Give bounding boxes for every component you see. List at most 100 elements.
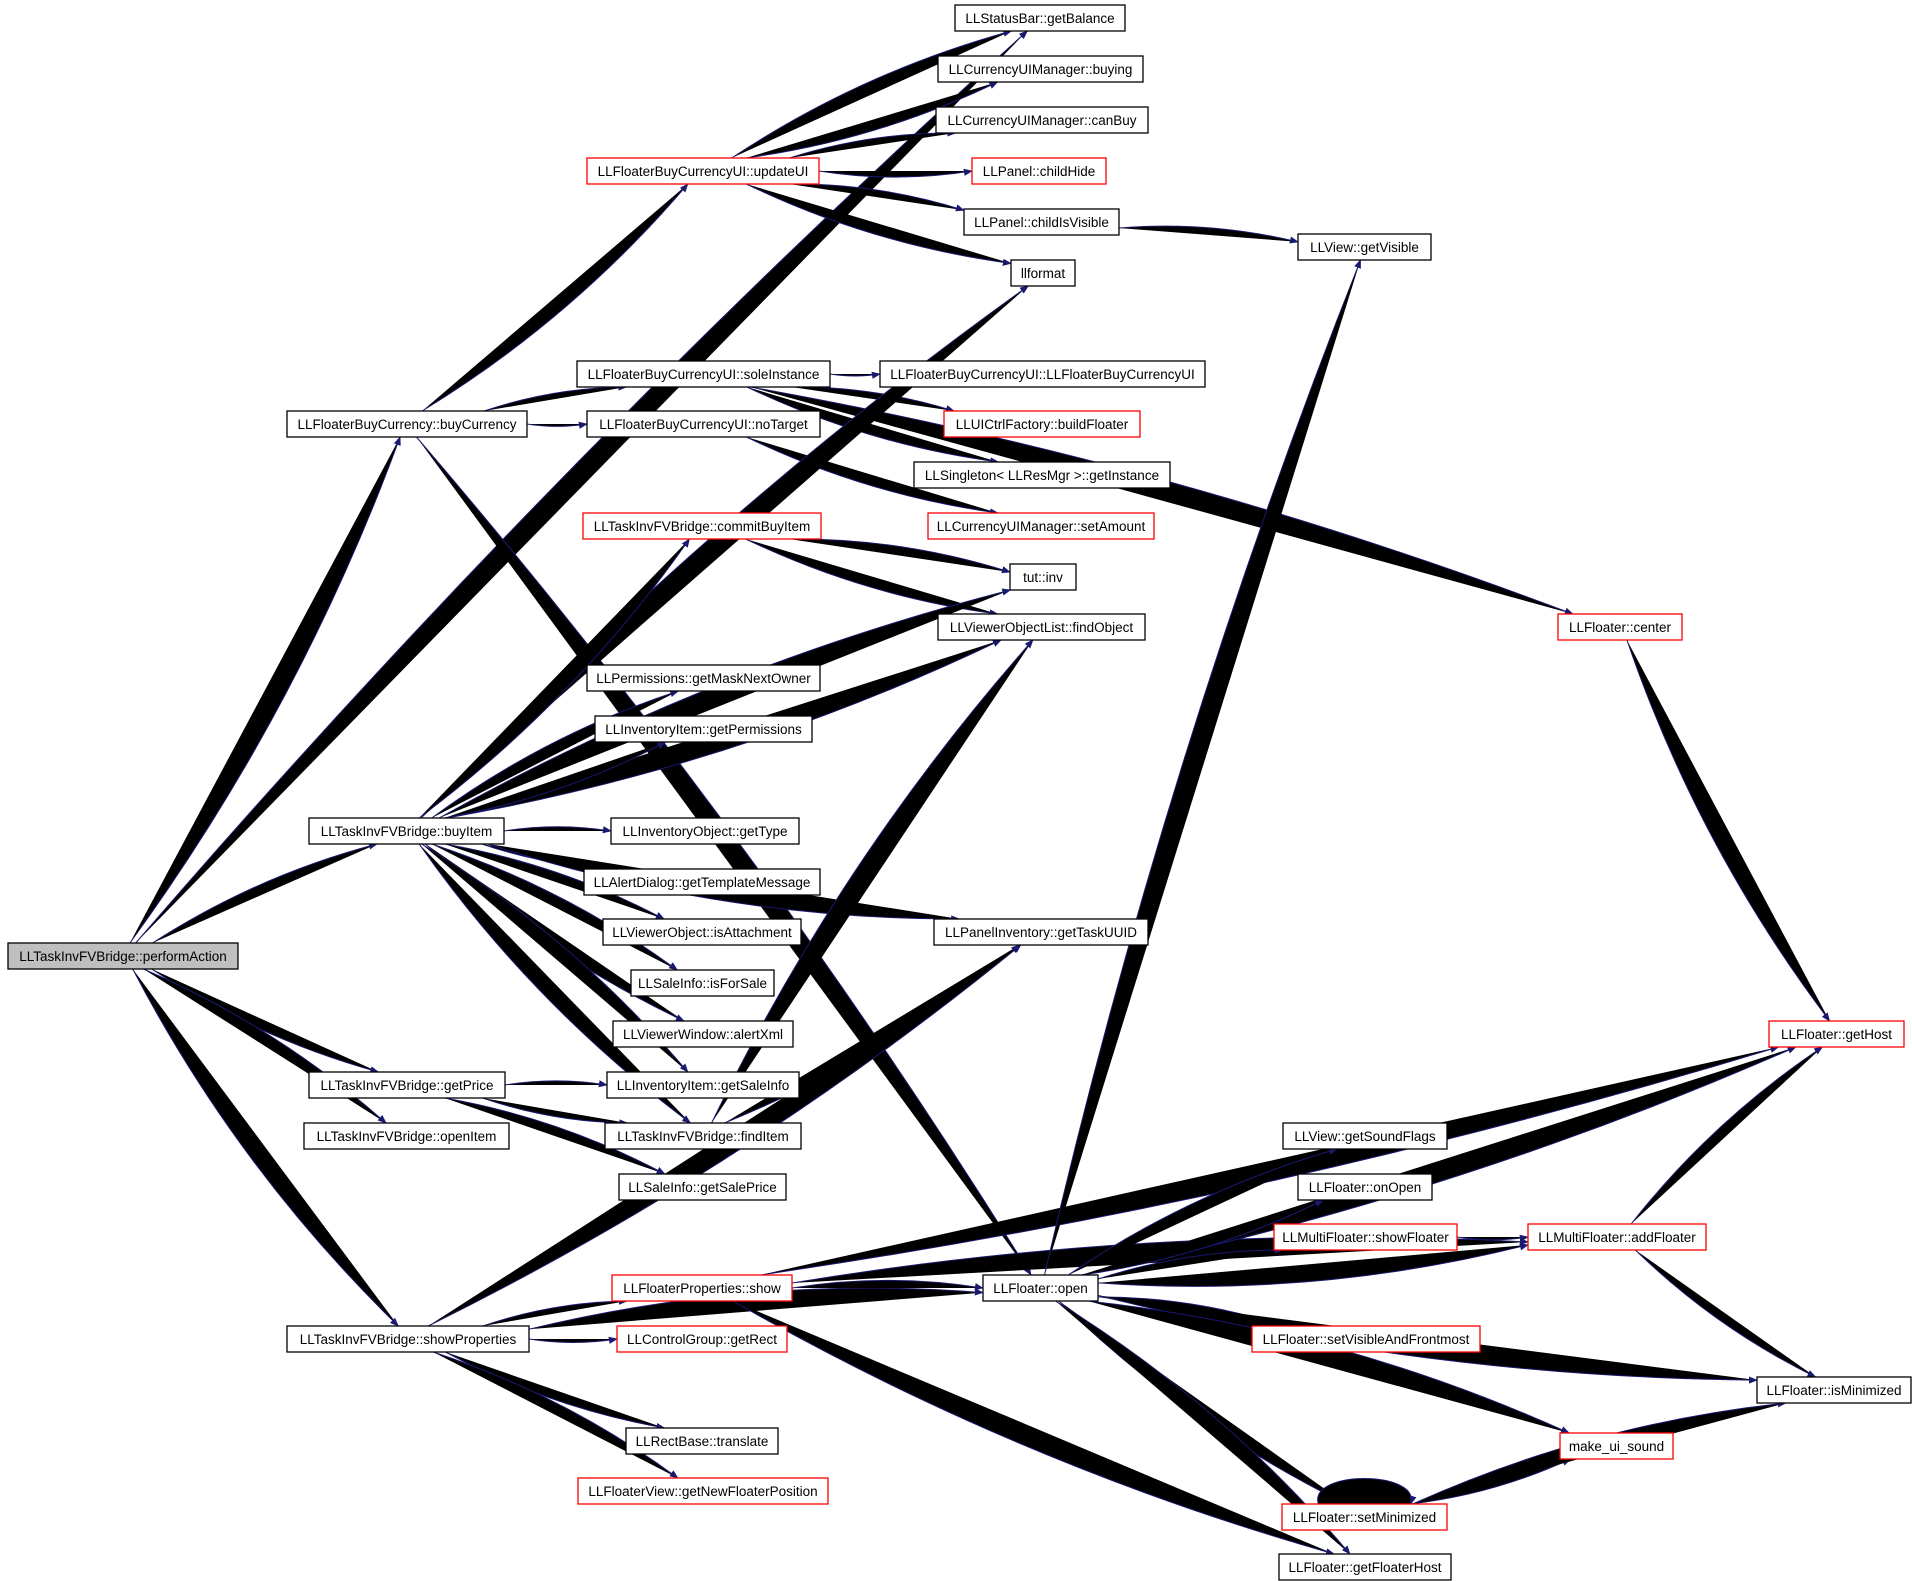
edge-updateUI-to-buying — [745, 81, 999, 159]
node-buyItem[interactable]: LLTaskInvFVBridge::buyItem — [308, 817, 505, 845]
node-box-soleInstance — [576, 360, 831, 388]
edge-buyItem-to-commitBuyItem — [418, 538, 690, 819]
node-buildFloater[interactable]: LLUICtrlFactory::buildFloater — [943, 410, 1141, 438]
node-findItem[interactable]: LLTaskInvFVBridge::findItem — [604, 1122, 802, 1150]
node-box-getSaleInfo — [606, 1071, 800, 1099]
node-box-getPermissions — [594, 715, 813, 743]
node-label-getPermissions: LLInventoryItem::getPermissions — [605, 722, 802, 737]
node-openItem[interactable]: LLTaskInvFVBridge::openItem — [303, 1122, 510, 1150]
node-label-commitBuyItem: LLTaskInvFVBridge::commitBuyItem — [594, 519, 811, 534]
edge-root-to-showProperties — [132, 968, 399, 1327]
node-label-translate: LLRectBase::translate — [636, 1434, 769, 1449]
node-addFloater[interactable]: LLMultiFloater::addFloater — [1527, 1223, 1707, 1251]
node-getVisible[interactable]: LLView::getVisible — [1297, 233, 1432, 261]
node-box-onOpen — [1297, 1173, 1433, 1201]
node-getTemplateMessage[interactable]: LLAlertDialog::getTemplateMessage — [583, 868, 821, 896]
edge-propShow-to-getFloaterHost — [732, 1300, 1335, 1556]
node-setMinimized[interactable]: LLFloater::setMinimized — [1281, 1503, 1448, 1531]
node-getPrice[interactable]: LLTaskInvFVBridge::getPrice — [308, 1071, 506, 1099]
node-childHide[interactable]: LLPanel::childHide — [971, 157, 1107, 185]
node-label-addFloater: LLMultiFloater::addFloater — [1538, 1230, 1696, 1245]
node-noTarget[interactable]: LLFloaterBuyCurrencyUI::noTarget — [586, 410, 821, 438]
node-getType[interactable]: LLInventoryObject::getType — [610, 817, 800, 845]
node-box-inv — [1009, 563, 1077, 591]
node-label-childIsVisible: LLPanel::childIsVisible — [974, 215, 1109, 230]
edge-buyItem-to-isAttachment — [444, 843, 665, 920]
node-getRect[interactable]: LLControlGroup::getRect — [616, 1325, 788, 1353]
edge-updateUI-to-llformat — [746, 183, 1012, 266]
node-label-setMinimized: LLFloater::setMinimized — [1293, 1510, 1436, 1525]
node-getHost[interactable]: LLFloater::getHost — [1768, 1020, 1905, 1048]
node-getPermissions[interactable]: LLInventoryItem::getPermissions — [594, 715, 813, 743]
node-commitBuyItem[interactable]: LLTaskInvFVBridge::commitBuyItem — [582, 512, 822, 540]
node-soleInstance[interactable]: LLFloaterBuyCurrencyUI::soleInstance — [576, 360, 831, 388]
edge-buyCurrency-to-noTarget — [526, 421, 588, 429]
node-label-noTarget: LLFloaterBuyCurrencyUI::noTarget — [599, 417, 808, 432]
node-buyCurrency[interactable]: LLFloaterBuyCurrency::buyCurrency — [286, 410, 528, 438]
node-root[interactable]: LLTaskInvFVBridge::performAction — [7, 942, 239, 970]
node-canBuy[interactable]: LLCurrencyUIManager::canBuy — [935, 106, 1149, 134]
node-getInstance[interactable]: LLSingleton< LLResMgr >::getInstance — [913, 461, 1171, 489]
node-showFloater[interactable]: LLMultiFloater::showFloater — [1273, 1223, 1458, 1251]
node-label-soleInstance: LLFloaterBuyCurrencyUI::soleInstance — [588, 367, 820, 382]
node-getNewFloaterPosition[interactable]: LLFloaterView::getNewFloaterPosition — [577, 1477, 829, 1505]
node-label-canBuy: LLCurrencyUIManager::canBuy — [947, 113, 1136, 128]
node-propShow[interactable]: LLFloaterProperties::show — [611, 1274, 793, 1302]
node-getMaskNextOwner[interactable]: LLPermissions::getMaskNextOwner — [586, 664, 821, 692]
node-box-getNewFloaterPosition — [577, 1477, 829, 1505]
node-updateUI[interactable]: LLFloaterBuyCurrencyUI::updateUI — [586, 157, 820, 185]
node-box-canBuy — [935, 106, 1149, 134]
node-label-getTaskUUID: LLPanelInventory::getTaskUUID — [945, 925, 1137, 940]
node-box-setAmount — [927, 512, 1155, 540]
node-ctor[interactable]: LLFloaterBuyCurrencyUI::LLFloaterBuyCurr… — [879, 360, 1206, 388]
node-label-getNewFloaterPosition: LLFloaterView::getNewFloaterPosition — [588, 1484, 817, 1499]
edge-root-to-getBalance — [135, 30, 1028, 944]
node-layer: LLTaskInvFVBridge::performAction LLStatus… — [7, 4, 1912, 1581]
node-getSaleInfo[interactable]: LLInventoryItem::getSaleInfo — [606, 1071, 800, 1099]
node-isForSale[interactable]: LLSaleInfo::isForSale — [630, 969, 775, 997]
node-alertXml[interactable]: LLViewerWindow::alertXml — [612, 1020, 794, 1048]
edge-root-to-buyItem — [152, 842, 378, 944]
node-findObject[interactable]: LLViewerObjectList::findObject — [937, 613, 1146, 641]
node-box-getTemplateMessage — [583, 868, 821, 896]
node-getFloaterHost[interactable]: LLFloater::getFloaterHost — [1278, 1553, 1452, 1581]
node-box-propShow — [611, 1274, 793, 1302]
node-box-getInstance — [913, 461, 1171, 489]
node-label-root: LLTaskInvFVBridge::performAction — [19, 949, 227, 964]
node-buying[interactable]: LLCurrencyUIManager::buying — [937, 55, 1144, 83]
node-onOpen[interactable]: LLFloater::onOpen — [1297, 1173, 1433, 1201]
edge-buyItem-to-getType — [503, 826, 612, 834]
node-box-llformat — [1010, 259, 1076, 287]
edge-buyItem-to-getPermissions — [444, 741, 667, 819]
node-translate[interactable]: LLRectBase::translate — [625, 1427, 779, 1455]
node-box-center — [1557, 613, 1683, 641]
node-showProperties[interactable]: LLTaskInvFVBridge::showProperties — [286, 1325, 530, 1353]
edge-soleInstance-to-ctor — [829, 371, 881, 379]
node-llformat[interactable]: llformat — [1010, 259, 1076, 287]
node-getSoundFlags[interactable]: LLView::getSoundFlags — [1282, 1122, 1448, 1150]
node-label-buyItem: LLTaskInvFVBridge::buyItem — [321, 824, 493, 839]
node-getBalance[interactable]: LLStatusBar::getBalance — [954, 4, 1126, 32]
node-label-center: LLFloater::center — [1569, 620, 1672, 635]
node-label-showFloater: LLMultiFloater::showFloater — [1282, 1230, 1449, 1245]
node-center[interactable]: LLFloater::center — [1557, 613, 1683, 641]
node-label-findObject: LLViewerObjectList::findObject — [950, 620, 1134, 635]
node-makeUiSound[interactable]: make_ui_sound — [1559, 1432, 1674, 1460]
edge-open-to-addFloater — [1097, 1243, 1529, 1287]
node-isAttachment[interactable]: LLViewerObject::isAttachment — [602, 918, 802, 946]
node-box-getPrice — [308, 1071, 506, 1099]
node-setVisibleAndFrontmost[interactable]: LLFloater::setVisibleAndFrontmost — [1251, 1325, 1481, 1353]
node-box-isMinimized — [1756, 1376, 1912, 1404]
node-childIsVisible[interactable]: LLPanel::childIsVisible — [963, 208, 1120, 236]
node-label-getSalePrice: LLSaleInfo::getSalePrice — [628, 1180, 777, 1195]
node-box-commitBuyItem — [582, 512, 822, 540]
node-getSalePrice[interactable]: LLSaleInfo::getSalePrice — [618, 1173, 787, 1201]
node-inv[interactable]: tut::inv — [1009, 563, 1077, 591]
node-open[interactable]: LLFloater::open — [982, 1274, 1099, 1302]
node-box-getBalance — [954, 4, 1126, 32]
node-isMinimized[interactable]: LLFloater::isMinimized — [1756, 1376, 1912, 1404]
node-getTaskUUID[interactable]: LLPanelInventory::getTaskUUID — [933, 918, 1149, 946]
node-label-getRect: LLControlGroup::getRect — [627, 1332, 777, 1347]
node-setAmount[interactable]: LLCurrencyUIManager::setAmount — [927, 512, 1155, 540]
